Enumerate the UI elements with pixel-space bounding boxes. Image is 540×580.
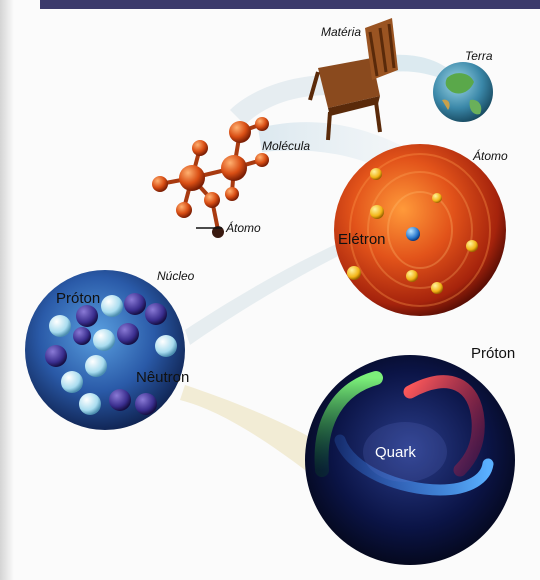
label-neutron: Nêutron xyxy=(136,369,189,386)
quark-blue-trail xyxy=(334,434,494,496)
label-proton-left: Próton xyxy=(56,290,100,307)
electron-dot xyxy=(406,227,420,241)
proton-sphere xyxy=(305,355,515,565)
earth-icon xyxy=(433,62,493,122)
beam-neutron-to-proton xyxy=(180,385,315,470)
label-nucleo: Núcleo xyxy=(157,269,195,283)
top-color-band xyxy=(40,0,540,9)
label-proton-right: Próton xyxy=(471,345,515,362)
label-atomo-small: Átomo xyxy=(225,220,261,235)
label-materia: Matéria xyxy=(321,25,361,39)
label-eletron: Elétron xyxy=(338,231,386,248)
molecule-icon xyxy=(152,117,269,238)
quark-red-trail xyxy=(403,375,485,477)
label-molecula: Molécula xyxy=(262,139,310,153)
label-quark: Quark xyxy=(375,444,416,461)
frame-shadow xyxy=(0,0,14,580)
quark-green-trail xyxy=(314,371,383,477)
label-terra: Terra xyxy=(465,49,493,63)
beam-nucleus-to-atom xyxy=(185,240,350,345)
label-atomo-top: Átomo xyxy=(472,148,508,163)
beam-molecule-to-chair xyxy=(230,75,330,125)
chair-icon xyxy=(308,18,398,141)
atom-sphere xyxy=(334,144,506,316)
nucleus-sphere xyxy=(25,270,185,430)
